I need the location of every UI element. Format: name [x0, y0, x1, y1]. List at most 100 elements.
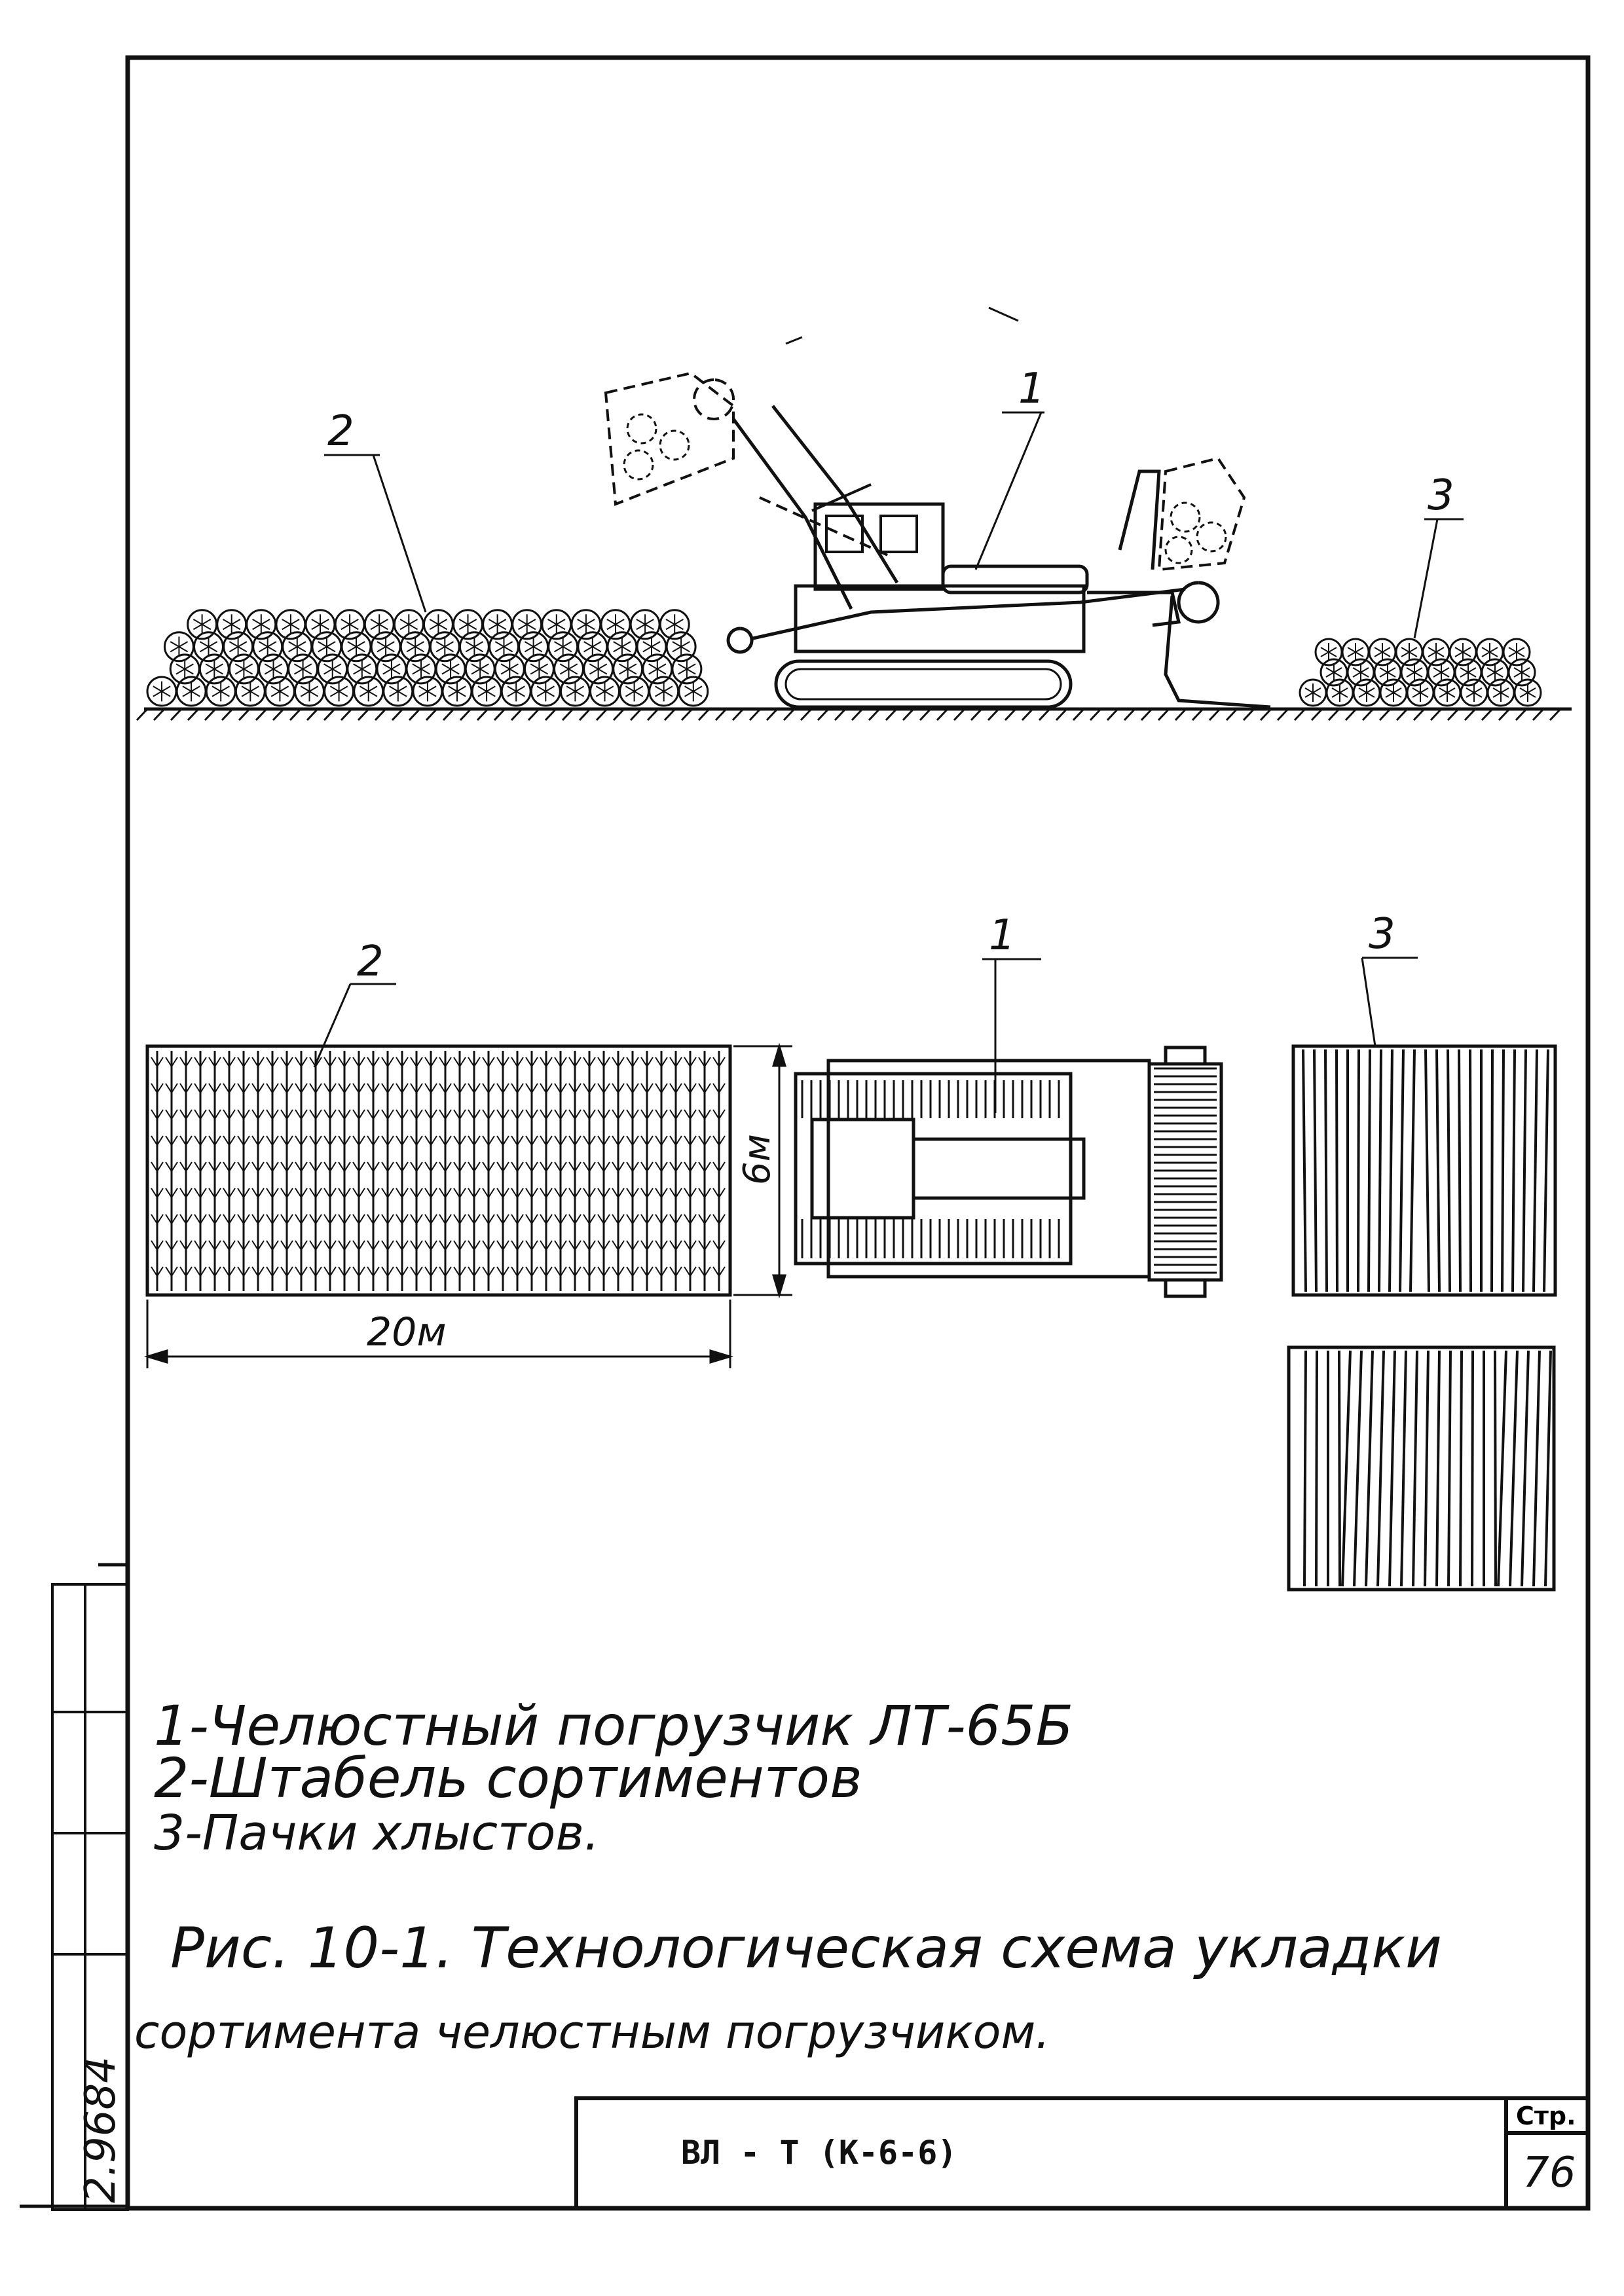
stack-plan-chevron [251, 1188, 265, 1199]
ground-hatch-tick [919, 708, 932, 721]
bundle-stem [1324, 1049, 1328, 1292]
stack-plan-chevron [237, 1109, 250, 1120]
stack-plan-chevron [410, 1266, 423, 1277]
jaw-loader-plan [794, 1046, 1223, 1298]
ground-hatch-tick [1055, 708, 1068, 721]
stack-plan-chevron [179, 1109, 193, 1120]
stack-plan-chevron [684, 1188, 697, 1199]
log-end-crack [170, 636, 189, 657]
log-end-crack [524, 636, 543, 657]
callout-number-loader-plan: 1 [989, 911, 1016, 960]
stack-plan-chevron [165, 1057, 178, 1068]
log-end-crack [1486, 663, 1504, 682]
log-end [665, 631, 697, 663]
stack-plan-chevron [712, 1057, 726, 1068]
stack-plan-chevron [266, 1214, 279, 1225]
stack-plan-chevron [223, 1240, 236, 1251]
ground-hatch-tick [340, 708, 353, 721]
stack-plan-chevron [381, 1135, 394, 1146]
log-end-crack [654, 681, 673, 702]
title-block-page-label: Стр. [1516, 2102, 1576, 2130]
ground-hatch-tick [1430, 708, 1443, 721]
log-end-crack [252, 614, 270, 635]
stack-plan-chevron [251, 1266, 265, 1277]
stack-plan-chevron [482, 1240, 495, 1251]
log-end-crack [684, 681, 703, 702]
ground-hatch-tick [136, 708, 149, 721]
stack-plan-chevron [712, 1266, 726, 1277]
stack-plan-chevron [525, 1057, 538, 1068]
stack-plan-chevron [266, 1266, 279, 1277]
stack-plan-chevron [410, 1057, 423, 1068]
stack-plan-chevron [223, 1161, 236, 1173]
log-end-crack [471, 659, 489, 680]
log-end-crack [264, 659, 283, 680]
legend-item-1: 1-Челюстный погрузчик ЛТ-65Б [154, 1694, 1073, 1758]
ground-hatch-tick [1464, 708, 1477, 721]
stack-plan-chevron [626, 1057, 639, 1068]
stack-plan-chevron [367, 1188, 380, 1199]
stack-plan-chevron [496, 1188, 509, 1199]
stack-plan-chevron [698, 1161, 711, 1173]
stack-plan-chevron [669, 1135, 682, 1146]
ground-hatch-tick [1310, 708, 1323, 721]
ground-hatch-tick [834, 708, 847, 721]
stack-plan-chevron [482, 1057, 495, 1068]
stack-plan-chevron [309, 1161, 322, 1173]
ground-hatch-tick [272, 708, 285, 721]
stack-plan-chevron [439, 1109, 452, 1120]
stack-plan-chevron [338, 1161, 351, 1173]
ground-hatch-tick [595, 708, 608, 721]
bundle-stem [1388, 1049, 1393, 1292]
stack-plan-chevron [309, 1188, 322, 1199]
stack-plan-chevron [511, 1188, 524, 1199]
ground-hatch-tick [902, 708, 915, 721]
log-stack-plan-hatching [151, 1051, 726, 1291]
stack-plan-chevron [208, 1188, 221, 1199]
stack-plan-chevron [655, 1109, 668, 1120]
stack-plan-chevron [338, 1240, 351, 1251]
jaw-loader-side [726, 405, 1271, 709]
stack-plan-chevron [511, 1214, 524, 1225]
stack-plan-chevron [583, 1057, 596, 1068]
ground-hatch-tick [561, 708, 574, 721]
stack-plan-chevron [655, 1266, 668, 1277]
stack-plan-chevron [712, 1109, 726, 1120]
log-end-crack [389, 681, 407, 702]
bundle-stem [1302, 1049, 1307, 1292]
ground-hatch-tick [1447, 708, 1460, 721]
stack-plan-chevron [583, 1135, 596, 1146]
stack-plan-chevron [223, 1214, 236, 1225]
stack-plan-chevron [410, 1109, 423, 1120]
stack-plan-chevron [251, 1057, 265, 1068]
stack-plan-chevron [280, 1266, 293, 1277]
stack-plan-chevron [612, 1188, 625, 1199]
stack-plan-chevron [669, 1109, 682, 1120]
ground-hatch-tick [527, 708, 540, 721]
ground-hatch-tick [1157, 708, 1170, 721]
stack-plan-chevron [208, 1161, 221, 1173]
stack-plan-chevron [223, 1135, 236, 1146]
stack-plan-chevron [396, 1188, 409, 1199]
stack-plan-chevron [583, 1188, 596, 1199]
ground-hatch-tick [289, 708, 302, 721]
ground-hatch-tick [255, 708, 268, 721]
stack-plan-chevron [179, 1135, 193, 1146]
stack-plan-chevron [540, 1214, 553, 1225]
bundle-stem [1435, 1049, 1441, 1292]
log-end-crack [382, 659, 401, 680]
stack-plan-chevron [151, 1109, 164, 1120]
stack-plan-chevron [612, 1266, 625, 1277]
bundle-stem [1509, 1350, 1519, 1587]
ground-hatch-tick [1395, 708, 1409, 721]
stack-plan-chevron [352, 1083, 365, 1094]
log-end [678, 676, 709, 707]
margin-stamp [51, 1583, 129, 2211]
stack-plan-chevron [626, 1109, 639, 1120]
stack-plan-chevron [482, 1109, 495, 1120]
stack-plan-chevron [540, 1266, 553, 1277]
ground-hatch-tick [1276, 708, 1289, 721]
log-end-crack [435, 636, 454, 657]
stack-plan-chevron [280, 1240, 293, 1251]
stack-plan-chevron [597, 1057, 610, 1068]
